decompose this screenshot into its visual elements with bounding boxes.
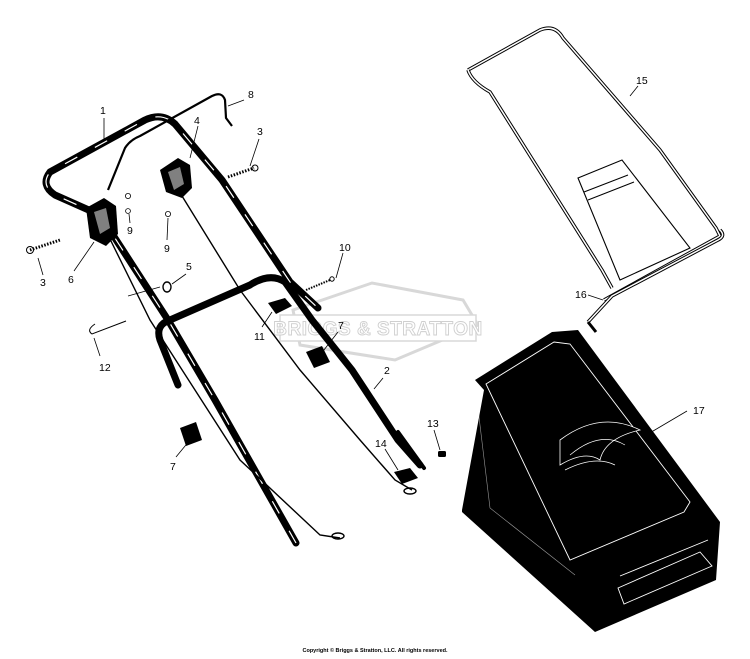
part-17-grass-bag bbox=[462, 330, 720, 632]
part-12-hairpin bbox=[89, 320, 127, 335]
part-15-grass-bag-frame bbox=[466, 26, 722, 302]
part-7-spacer-lower bbox=[180, 422, 202, 446]
callout-12: 12 bbox=[99, 362, 111, 374]
part-1-lower-handle bbox=[42, 113, 322, 547]
callout-16: 16 bbox=[575, 289, 587, 301]
callout-6: 6 bbox=[68, 274, 74, 286]
callout-11: 11 bbox=[254, 331, 265, 343]
copyright-footer: Copyright © Briggs & Stratton, LLC. All … bbox=[302, 648, 448, 654]
callout-17: 17 bbox=[693, 405, 705, 417]
part-5-knob bbox=[127, 281, 172, 297]
control-cables bbox=[107, 195, 417, 540]
part-7-spacer-upper bbox=[306, 346, 330, 368]
callout-10: 10 bbox=[339, 242, 351, 254]
callout-3-left: 3 bbox=[40, 277, 46, 289]
watermark-brand-text: BRIGGS & STRATTON bbox=[273, 319, 482, 340]
callout-8: 8 bbox=[248, 89, 254, 101]
part-6-bail-mount bbox=[86, 198, 118, 246]
part-8-control-bail bbox=[106, 93, 233, 191]
part-4-bail-mount bbox=[160, 158, 192, 198]
callout-14: 14 bbox=[375, 438, 387, 450]
callout-7-lower: 7 bbox=[170, 461, 176, 473]
part-14-cable-guide bbox=[394, 468, 418, 484]
callout-1: 1 bbox=[100, 105, 106, 117]
callout-9-lower: 9 bbox=[164, 243, 170, 255]
callout-15: 15 bbox=[636, 75, 648, 87]
part-2-upper-handle bbox=[155, 274, 426, 470]
callout-4: 4 bbox=[194, 115, 200, 127]
callout-13: 13 bbox=[427, 418, 439, 430]
part-3-bolt-left bbox=[26, 238, 61, 254]
leader-lines bbox=[37, 85, 688, 471]
callout-7-upper: 7 bbox=[338, 320, 344, 332]
part-11-cable-guide bbox=[268, 298, 292, 314]
callout-2: 2 bbox=[384, 365, 390, 377]
part-16-lower-frame bbox=[586, 228, 725, 333]
callout-9-upper: 9 bbox=[127, 225, 133, 237]
part-9-washers bbox=[125, 192, 171, 217]
part-13-screw bbox=[438, 451, 446, 457]
part-10-screw bbox=[305, 276, 335, 291]
callout-3-right: 3 bbox=[257, 126, 263, 138]
callout-labels: 1 2 3 3 4 5 6 7 7 8 9 9 10 11 12 13 14 1… bbox=[40, 75, 705, 473]
callout-5: 5 bbox=[186, 261, 192, 273]
part-3-bolt-right bbox=[227, 164, 259, 179]
